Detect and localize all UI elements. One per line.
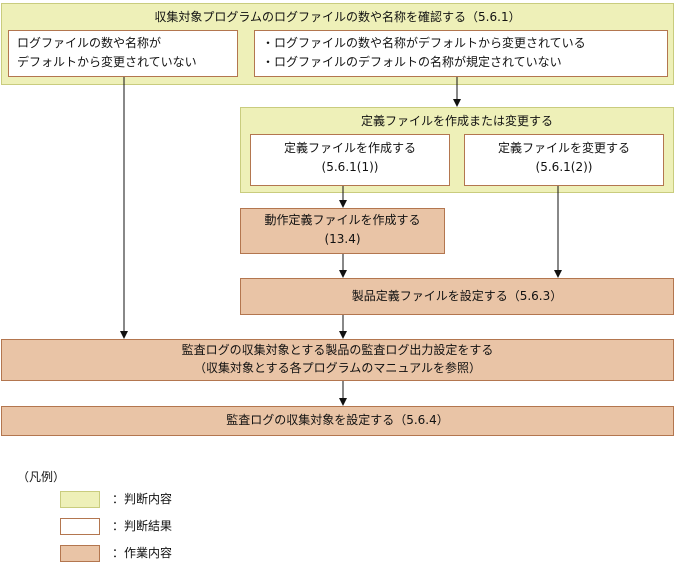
legend-swatch-result (60, 518, 100, 535)
change-result-line1: 定義ファイルを変更する (497, 141, 630, 155)
audit-output-box (1, 339, 674, 381)
audit-output-line2: （収集対象とする各プログラムのマニュアルを参照） (194, 361, 481, 375)
legend-swatch-work (60, 545, 100, 562)
top-decision-title: 収集対象プログラムのログファイルの数や名称を確認する（5.6.1） (154, 10, 521, 24)
audit-target-label: 監査ログの収集対象を設定する（5.6.4） (226, 413, 449, 427)
audit-output-line1: 監査ログの収集対象とする製品の監査ログ出力設定をする (181, 343, 494, 357)
action-def-box (240, 208, 445, 254)
action-def-line2: (13.4) (324, 232, 361, 246)
create-result-box (250, 134, 450, 186)
legend-label-decision: ：判断内容 (112, 492, 173, 506)
legend-label-work: ：作業内容 (112, 546, 173, 560)
product-def-box (240, 278, 674, 315)
right-result-line2: ・ログファイルのデフォルトの名称が規定されていない (262, 55, 562, 69)
left-result-box (8, 30, 238, 77)
create-result-line2: (5.6.1(1)) (321, 160, 379, 174)
change-result-box (464, 134, 664, 186)
audit-target-box (1, 406, 674, 436)
product-def-label: 製品定義ファイルを設定する（5.6.3） (351, 289, 563, 303)
legend-label-result: ：判断結果 (112, 519, 173, 533)
left-result-line1: ログファイルの数や名称が (17, 36, 162, 50)
action-def-line1: 動作定義ファイルを作成する (264, 213, 421, 227)
right-result-line1: ・ログファイルの数や名称がデフォルトから変更されている (262, 36, 586, 50)
create-result-line1: 定義ファイルを作成する (283, 141, 416, 155)
right-result-box (254, 30, 668, 77)
legend-title: （凡例） (17, 470, 66, 484)
change-result-line2: (5.6.1(2)) (535, 160, 593, 174)
legend-swatch-decision (60, 491, 100, 508)
define-decision-title: 定義ファイルを作成または変更する (360, 114, 553, 128)
left-result-line2: デフォルトから変更されていない (17, 55, 197, 69)
